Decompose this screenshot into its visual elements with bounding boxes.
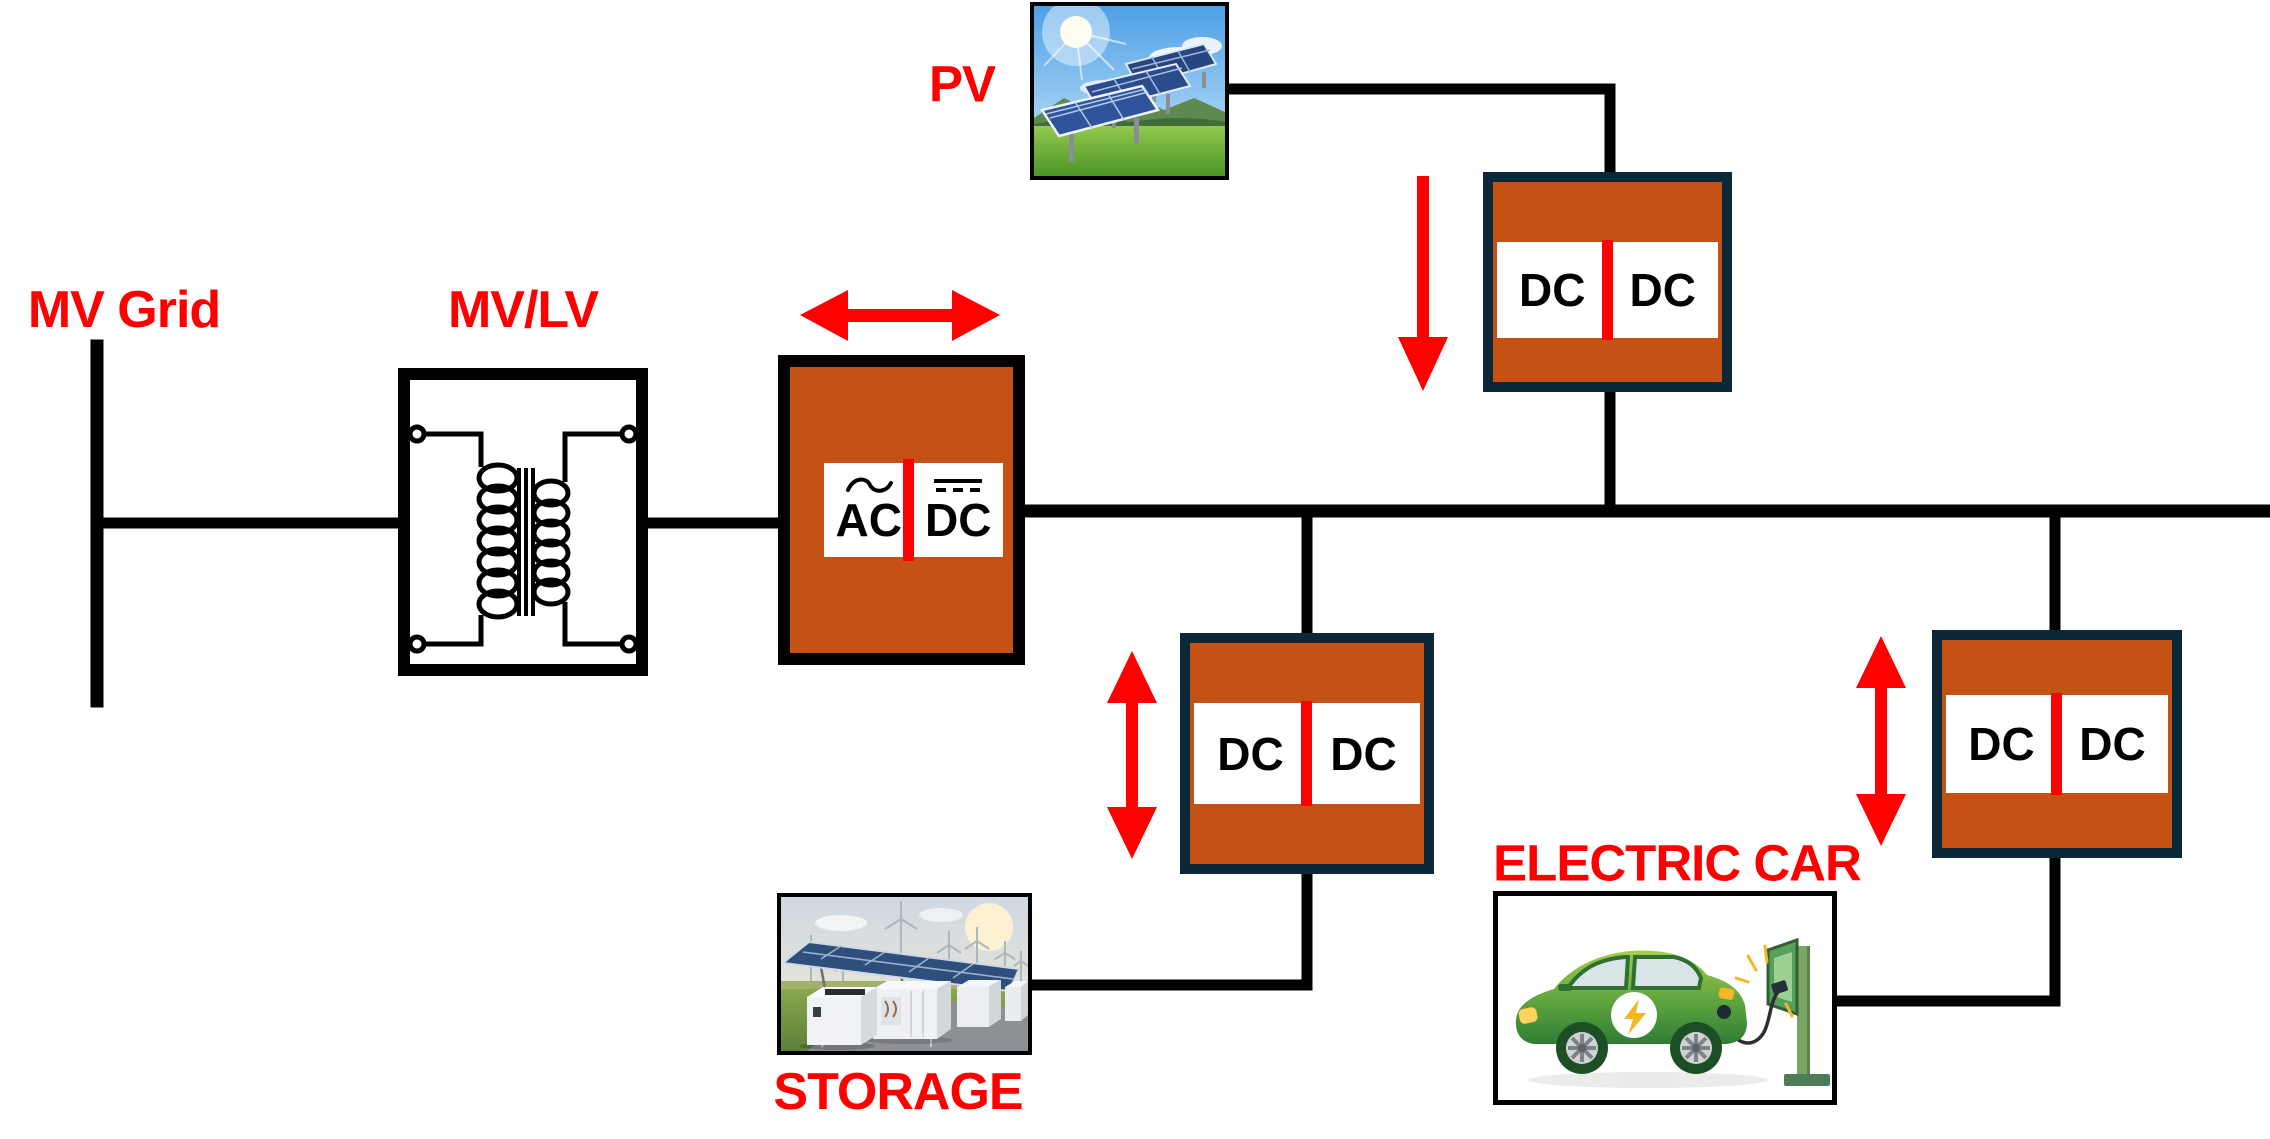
ev-converter-to-ev-line <box>1831 846 2061 1007</box>
wheel-icon <box>1670 1022 1722 1074</box>
pv-photo-illustration <box>1034 6 1225 176</box>
dc-label: DC <box>1968 718 2035 770</box>
converter-divider <box>2051 693 2062 795</box>
terminal-icon <box>407 634 427 654</box>
bidirectional-horizontal-arrow-icon <box>800 290 1000 341</box>
ev-bidirectional-arrow-icon <box>1856 636 1906 846</box>
electric-car-label: ELECTRIC CAR <box>1493 834 1862 892</box>
dc-symbol-icon <box>934 479 983 492</box>
sine-wave-icon <box>845 477 893 493</box>
converter-divider <box>1602 240 1613 340</box>
transformer-symbol <box>398 368 648 676</box>
dc-out-side: DC <box>1608 242 1719 338</box>
transformer-box <box>398 368 648 676</box>
dc-label: DC <box>1330 727 1397 780</box>
dc-label: DC <box>2079 718 2146 770</box>
storage-label: STORAGE <box>773 1063 1023 1121</box>
dc-in-side: DC <box>1497 242 1608 338</box>
dc-in-side: DC <box>1946 695 2057 793</box>
wires-group <box>90 83 2270 1007</box>
wheel-icon <box>1556 1022 1608 1074</box>
electric-car-photo <box>1493 891 1837 1105</box>
transformer-core-lines <box>517 468 535 616</box>
storage-converter-to-storage-line <box>1026 862 1313 991</box>
car-illustration <box>1515 950 1747 1074</box>
dc-out-side: DC <box>2057 695 2168 793</box>
dc-out-side: DC <box>1307 703 1420 804</box>
ev-photo-illustration <box>1515 937 1830 1088</box>
storage-photo <box>777 893 1032 1055</box>
power-flow-arrows <box>800 176 1906 859</box>
ac-side: AC <box>824 463 914 557</box>
storage-bidirectional-arrow-icon <box>1107 651 1157 859</box>
dc-label: DC <box>1629 264 1696 316</box>
solar-array-icon <box>1039 84 1161 162</box>
pv-to-converter-line <box>1223 83 1616 186</box>
pv-photo <box>1030 2 1229 180</box>
dc-label: DC <box>1519 264 1586 316</box>
terminal-icon <box>619 424 639 444</box>
ac-label: AC <box>835 494 902 546</box>
dc-label: DC <box>1217 727 1284 780</box>
terminal-icon <box>619 634 639 654</box>
terminal-icon <box>407 424 427 444</box>
charging-station-icon <box>1734 937 1830 1086</box>
mv-grid-label: MV Grid <box>27 281 221 339</box>
mv-lv-label: MV/LV <box>447 281 599 339</box>
pv-label: PV <box>928 55 996 113</box>
storage-photo-illustration <box>781 897 1028 1051</box>
pv-down-arrow-icon <box>1398 176 1448 391</box>
dc-in-side: DC <box>1194 703 1307 804</box>
dc-label: DC <box>925 494 992 546</box>
dc-side: DC <box>914 463 1004 557</box>
converter-divider <box>903 459 914 561</box>
battery-containers-icon <box>799 980 1028 1050</box>
converter-divider <box>1301 701 1312 806</box>
